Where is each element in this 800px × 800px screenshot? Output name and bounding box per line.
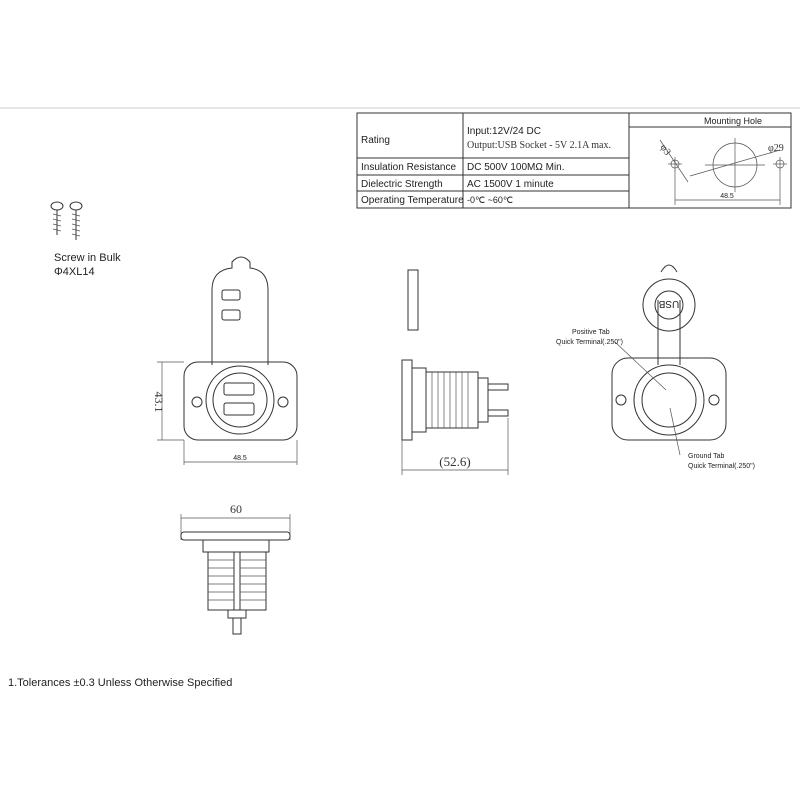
insulation-label: Insulation Resistance — [361, 162, 456, 173]
mounting-hole-title: Mounting Hole — [704, 116, 762, 126]
screw-size: Φ4XL14 — [54, 266, 95, 278]
cap-text: USB — [658, 298, 679, 309]
screw-label: Screw in Bulk — [54, 252, 121, 264]
ground-tab-terminal: Quick Terminal(.250") — [688, 463, 755, 470]
positive-tab-label: Positive Tab — [572, 329, 610, 336]
tolerance-note: 1.Tolerances ±0.3 Unless Otherwise Speci… — [8, 677, 232, 689]
rating-output: Output:USB Socket - 5V 2.1A max. — [467, 140, 611, 151]
front-width-dim: 48.5 — [233, 455, 247, 462]
front-height-dim: 43.1 — [152, 392, 166, 413]
hole-spacing: 48.5 — [720, 193, 734, 200]
mounting-hole-diagram: Mounting Hole φ3 φ29 48.5 — [628, 112, 792, 209]
temperature-label: Operating Temperature — [361, 195, 464, 206]
positive-tab-terminal: Quick Terminal(.250") — [556, 339, 623, 346]
rating-input: Input:12V/24 DC — [467, 126, 541, 137]
dielectric-value: AC 1500V 1 minute — [467, 179, 554, 190]
dielectric-label: Dielectric Strength — [361, 179, 443, 190]
side-view: (52.6) — [401, 269, 509, 475]
bottom-width-dim: 60 — [230, 502, 242, 516]
small-hole-dia: φ3 — [658, 142, 673, 157]
large-hole-dia: φ29 — [768, 143, 784, 154]
rear-view: USB Positive Tab Quick Terminal(.250") G… — [556, 264, 755, 470]
ground-tab-label: Ground Tab — [688, 453, 725, 460]
screw-icon — [50, 201, 83, 240]
insulation-value: DC 500V 100MΩ Min. — [467, 162, 565, 173]
side-depth-dim: (52.6) — [439, 454, 470, 469]
spec-table: Rating Input:12V/24 DC Output:USB Socket… — [356, 112, 630, 209]
rating-label: Rating — [361, 135, 390, 146]
bottom-view: 60 — [180, 502, 291, 635]
front-view: 43.1 48.5 — [152, 256, 298, 465]
temperature-value: -0℃ ~60℃ — [467, 195, 513, 205]
